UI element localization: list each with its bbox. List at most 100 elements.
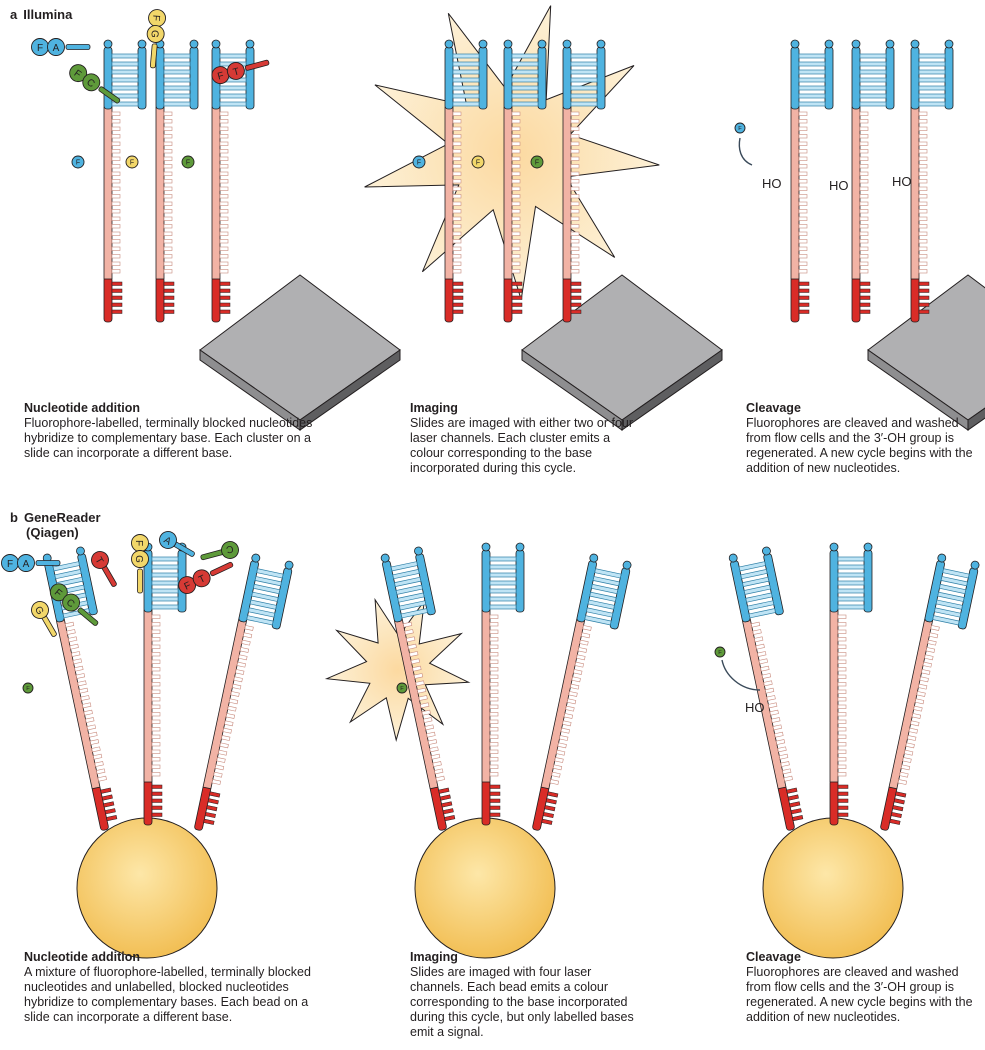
caption-a-cleavage: Cleavage Fluorophores are cleaved and wa… — [746, 401, 981, 476]
svg-text:T: T — [197, 573, 207, 586]
dna-cluster-strand — [790, 39, 834, 323]
caption-b-imaging: Imaging Slides are imaged with four lase… — [410, 950, 645, 1040]
hydroxyl-label: HO — [745, 700, 765, 715]
caption-a-imaging: Imaging Slides are imaged with either tw… — [410, 401, 645, 476]
bead-strand — [880, 553, 980, 831]
svg-text:F: F — [183, 580, 193, 593]
bead-strand — [532, 553, 632, 831]
panel-b-subname: (Qiagen) — [26, 525, 79, 540]
primer-strand — [444, 46, 454, 110]
attached-fluorophore: F — [22, 682, 34, 694]
primer-strand — [829, 549, 839, 613]
released-fluorophore: F — [734, 122, 746, 134]
unlabelled-nucleotide: G — [31, 601, 57, 637]
anchor-strand — [910, 276, 920, 323]
caption-body: Fluorophores are cleaved and washed from… — [746, 965, 973, 1024]
bead — [414, 817, 556, 959]
free-nucleotide: FC — [69, 64, 121, 104]
primer-strand — [790, 46, 800, 110]
svg-text:A: A — [23, 559, 30, 570]
flow-cell-slide — [867, 274, 985, 431]
bead-strand — [194, 553, 294, 831]
anchor-strand — [790, 276, 800, 323]
svg-text:A: A — [53, 43, 60, 54]
attached-fluorophore: F — [471, 155, 485, 169]
svg-text:F: F — [26, 686, 30, 692]
hydroxyl-label: HO — [892, 174, 912, 189]
bead-strand — [143, 542, 187, 826]
release-arrow — [721, 659, 761, 691]
svg-text:G: G — [148, 29, 160, 38]
panel-a-name: Illumina — [23, 7, 73, 22]
template-strand — [790, 106, 800, 280]
template-strand — [829, 609, 839, 783]
svg-text:A: A — [162, 535, 174, 548]
anchor-strand — [503, 276, 513, 323]
caption-body: A mixture of fluorophore-labelled, termi… — [24, 965, 311, 1024]
caption-body: Fluorophore-labelled, terminally blocked… — [24, 416, 313, 460]
attached-fluorophore: F — [530, 155, 544, 169]
attached-fluorophore: F — [125, 155, 139, 169]
attached-fluorophore: F — [396, 682, 408, 694]
primer-strand — [851, 46, 861, 110]
dna-cluster-strand — [503, 39, 547, 323]
bead — [762, 817, 904, 959]
template-strand — [851, 106, 861, 280]
svg-text:F: F — [718, 650, 722, 656]
template-strand — [503, 106, 513, 280]
template-strand — [202, 618, 248, 790]
template-strand — [540, 618, 586, 790]
unlabelled-nucleotide: A — [159, 531, 195, 557]
svg-text:F: F — [417, 160, 421, 167]
caption-a-addition: Nucleotide addition Fluorophore-labelled… — [24, 401, 324, 461]
template-strand — [143, 609, 153, 783]
caption-title: Cleavage — [746, 401, 801, 415]
primer-strand — [155, 46, 165, 110]
caption-title: Nucleotide addition — [24, 401, 140, 415]
primer-strand — [503, 46, 513, 110]
anchor-strand — [829, 779, 839, 826]
caption-body: Fluorophores are cleaved and washed from… — [746, 416, 973, 475]
svg-text:F: F — [7, 559, 13, 570]
bead — [76, 817, 218, 959]
svg-text:F: F — [738, 126, 742, 132]
attached-fluorophore: F — [181, 155, 195, 169]
svg-text:F: F — [186, 160, 190, 167]
dna-cluster-strand — [562, 39, 606, 323]
template-strand — [103, 106, 113, 280]
hydroxyl-label: HO — [829, 178, 849, 193]
svg-text:F: F — [476, 160, 480, 167]
bead-strand — [481, 542, 525, 826]
flow-cell-slide — [199, 274, 401, 431]
free-nucleotide: FG — [146, 9, 166, 69]
released-fluorophore: F — [714, 646, 726, 658]
panel-b-name: GeneReader — [23, 510, 101, 525]
svg-text:F: F — [133, 540, 144, 546]
dna-cluster-strand — [444, 39, 488, 323]
svg-text:F: F — [72, 68, 83, 81]
bead-strand — [728, 546, 804, 831]
unlabelled-nucleotide: C — [200, 541, 239, 561]
caption-title: Imaging — [410, 401, 458, 415]
free-nucleotide: FT — [178, 561, 234, 595]
hydroxyl-label: HO — [762, 176, 782, 191]
dna-cluster-strand — [103, 39, 147, 323]
svg-text:F: F — [535, 160, 539, 167]
primer-strand — [562, 46, 572, 110]
anchor-strand — [481, 779, 491, 826]
dna-cluster-strand — [851, 39, 895, 323]
caption-body: Slides are imaged with four laser channe… — [410, 965, 634, 1039]
imaging-flash-bead — [324, 597, 471, 742]
bead-strand — [829, 542, 873, 826]
panel-b-letter: b — [10, 510, 18, 525]
anchor-strand — [103, 276, 113, 323]
bead-strand — [380, 546, 456, 831]
caption-b-addition: Nucleotide addition A mixture of fluorop… — [24, 950, 314, 1025]
free-nucleotide: FG — [131, 534, 149, 594]
template-strand — [55, 618, 101, 790]
template-strand — [481, 609, 491, 783]
